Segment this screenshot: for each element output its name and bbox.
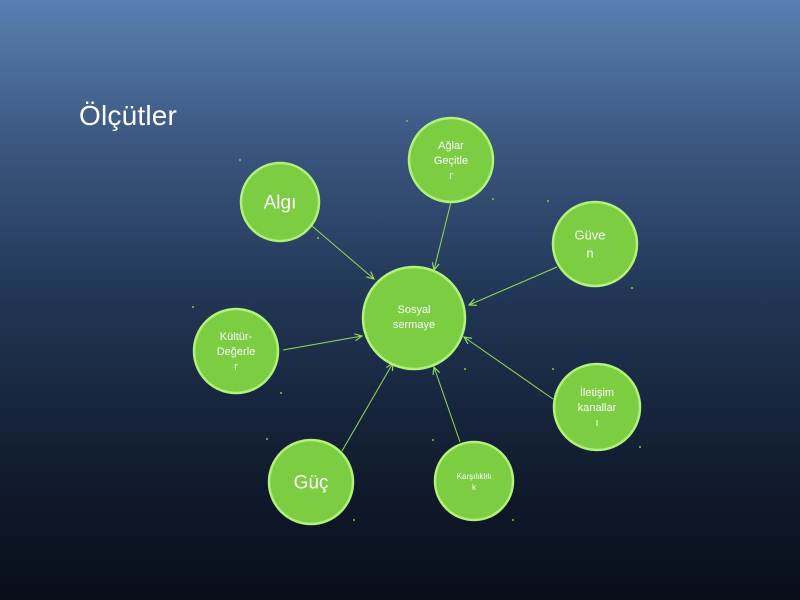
handle-dot — [492, 198, 494, 200]
handle-dot — [406, 120, 408, 122]
node-algi-arrowhead — [366, 271, 376, 280]
node-iletisim-kanallari-label-line: İletişim — [580, 386, 614, 399]
node-agar-gecitler-circle — [407, 116, 495, 204]
node-algi-circle — [239, 161, 321, 243]
node-guven-connector — [467, 266, 558, 306]
handle-dot — [353, 519, 355, 521]
node-guven-arrowhead — [467, 298, 478, 306]
node-sosyal-sermaye: Sosyal sermaye — [361, 265, 467, 371]
handle-dot — [432, 439, 434, 441]
node-kultur-degerler-label-line: r — [234, 361, 238, 373]
node-iletisim-kanallari-circle — [552, 362, 642, 452]
node-guven-label-line: n — [586, 246, 593, 261]
handle-dot — [512, 519, 514, 521]
handle-dot — [192, 306, 194, 308]
node-agar-gecitler-label-line: Ağlar — [438, 140, 464, 152]
node-karsiliklilik-arrowhead — [432, 365, 441, 376]
handle-dot — [631, 287, 633, 289]
node-iletisim-kanallari-label-line: kanallar — [578, 402, 617, 414]
slide-title: Ölçütler — [79, 100, 178, 131]
node-iletisim-kanallari-label-line: ı — [595, 417, 598, 429]
node-algi: Algı — [239, 161, 321, 243]
handle-dot — [239, 159, 241, 161]
node-sosyal-sermaye-label-line: Sosyal — [397, 304, 430, 316]
node-sosyal-sermaye-circle — [361, 265, 467, 371]
node-kultur-degerler-label-line: Değerle — [217, 346, 256, 358]
node-guc-connector — [341, 361, 394, 452]
node-guven: Güve n — [551, 200, 639, 288]
node-sosyal-sermaye-label-line: sermaye — [393, 319, 435, 331]
node-guc-label-line: Güç — [294, 473, 329, 494]
node-algi-connector — [311, 225, 376, 280]
node-guc-circle — [267, 438, 355, 526]
node-kultur-degerler-arrowhead — [354, 333, 364, 342]
handle-dot — [552, 368, 554, 370]
handle-dot — [266, 438, 268, 440]
handle-dot — [547, 200, 549, 202]
handle-dot — [280, 392, 282, 394]
handle-dot — [317, 237, 319, 239]
node-kultur-degerler-label-line: Kültür- — [220, 331, 253, 343]
node-karsiliklilik-circle — [433, 440, 515, 522]
node-karsiliklilik: Karşılıklılı k — [433, 440, 515, 522]
node-kultur-degerler-connector — [282, 333, 364, 351]
node-kultur-degerler-circle — [192, 307, 280, 395]
node-iletisim-kanallari-connector — [462, 336, 554, 400]
node-guven-circle — [551, 200, 639, 288]
node-algi-label-line: Algı — [264, 193, 297, 214]
node-agar-gecitler-label-line: r — [449, 170, 453, 182]
node-agar-gecitler-label-line: Geçitle — [434, 155, 468, 167]
handle-dot — [464, 368, 466, 370]
node-karsiliklilik-connector — [432, 365, 461, 443]
node-guc: Güç — [267, 438, 355, 526]
node-iletisim-kanallari-arrowhead — [462, 336, 472, 345]
handle-dot — [639, 446, 641, 448]
node-agar-gecitler-connector — [431, 201, 452, 272]
node-kultur-degerler: Kültür- Değerle r — [192, 307, 280, 395]
node-karsiliklilik-label-line: k — [472, 483, 477, 492]
node-iletisim-kanallari: İletişim kanallar ı — [552, 362, 642, 452]
node-karsiliklilik-label-line: Karşılıklılı — [457, 472, 492, 481]
node-guven-label-line: Güve — [574, 228, 605, 243]
